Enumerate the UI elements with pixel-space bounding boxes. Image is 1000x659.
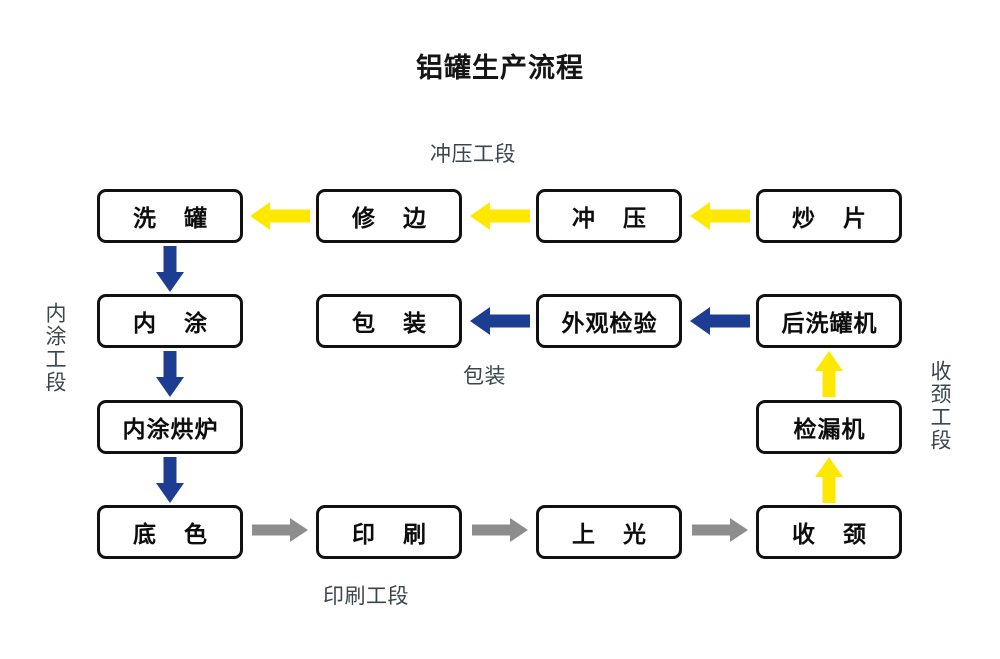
- node-print[interactable]: 印 刷: [316, 505, 462, 559]
- node-trim[interactable]: 修 边: [316, 189, 462, 243]
- arrow-inner-coat-to-oven: [154, 351, 186, 397]
- arrow-leak-detector-to-post-washer: [813, 351, 845, 397]
- arrow-visual-inspect-to-packaging: [470, 305, 530, 337]
- arrow-necking-to-leak-detector: [813, 457, 845, 503]
- node-varnish[interactable]: 上 光: [536, 505, 682, 559]
- page-title: 铝罐生产流程: [416, 53, 584, 84]
- node-inner-coat-oven[interactable]: 内涂烘炉: [97, 400, 243, 454]
- stage-label-printing: 印刷工段: [323, 584, 409, 608]
- arrow-stamp-to-trim: [470, 200, 530, 232]
- node-base-coat[interactable]: 底 色: [97, 505, 243, 559]
- stage-label-necking: 收颈工段: [928, 360, 952, 452]
- arrow-cup-blank-to-stamp: [690, 200, 750, 232]
- arrow-varnish-to-necking: [692, 516, 748, 544]
- node-necking[interactable]: 收 颈: [756, 505, 902, 559]
- arrow-trim-to-wash-can: [250, 200, 310, 232]
- node-visual-inspect[interactable]: 外观检验: [536, 294, 682, 348]
- stage-label-packaging: 包装: [463, 364, 506, 388]
- node-wash-can[interactable]: 洗 罐: [97, 189, 243, 243]
- arrow-print-to-varnish: [472, 516, 528, 544]
- arrow-base-coat-to-print: [252, 516, 308, 544]
- node-inner-coat[interactable]: 内 涂: [97, 294, 243, 348]
- node-cup-blank[interactable]: 炒 片: [756, 189, 902, 243]
- arrow-wash-can-to-inner-coat: [154, 246, 186, 292]
- arrow-post-washer-to-visual-inspect: [690, 305, 750, 337]
- node-post-washer[interactable]: 后洗罐机: [756, 294, 902, 348]
- arrow-oven-to-base-coat: [154, 457, 186, 503]
- node-packaging[interactable]: 包 装: [316, 294, 462, 348]
- node-stamp[interactable]: 冲 压: [536, 189, 682, 243]
- stage-label-stamping: 冲压工段: [430, 142, 516, 166]
- node-leak-detector[interactable]: 检漏机: [756, 400, 902, 454]
- stage-label-inner-coating: 内涂工段: [43, 302, 67, 394]
